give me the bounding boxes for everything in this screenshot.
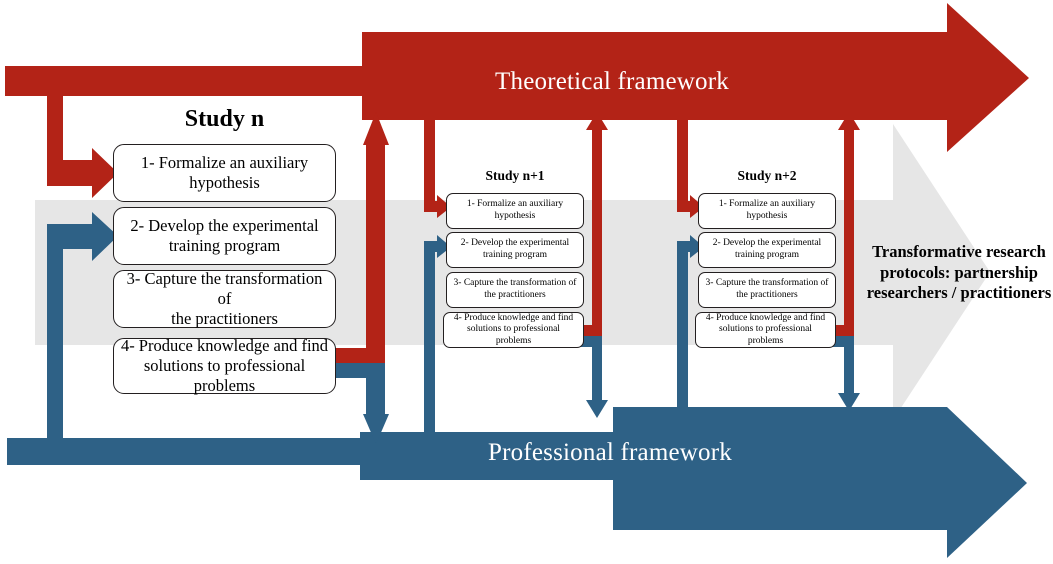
study-n-plus-2-step-4[interactable]: 4- Produce knowledge and find solutions … [695, 312, 836, 348]
red-connector-study-n1-step4 [578, 325, 602, 336]
red-arrow-into-study-n-step1 [47, 148, 118, 198]
study-n-plus-1-step-2[interactable]: 2- Develop the experimental training pro… [446, 232, 584, 268]
blue-down-arrow-study-n1 [586, 336, 608, 418]
study-n-plus-2-step-1[interactable]: 1- Formalize an auxiliary hypothesis [698, 193, 836, 229]
red-connector-study-n-step4 [333, 348, 385, 363]
study-n-plus-2-title: Study n+2 [737, 168, 797, 183]
red-left-vertical-stub [47, 90, 63, 176]
blue-connector-study-n2-step4 [830, 336, 854, 347]
blue-up-line-study-n2 [677, 246, 688, 441]
blue-connector-study-n1-step4 [578, 336, 602, 347]
blue-left-vertical-stub [47, 232, 63, 446]
study-n-plus-1-step-3[interactable]: 3- Capture the transformation of the pra… [446, 272, 584, 308]
study-n-plus-1-step-1[interactable]: 1- Formalize an auxiliary hypothesis [446, 193, 584, 229]
red-connector-study-n2-step4 [830, 325, 854, 336]
study-n-plus-2-step-2[interactable]: 2- Develop the experimental training pro… [698, 232, 836, 268]
blue-arrow-into-study-n2-step2 [677, 235, 704, 258]
red-down-line-study-n1 [424, 114, 435, 207]
blue-up-line-study-n1 [424, 246, 435, 441]
professional-framework-arrow-body [360, 407, 1027, 558]
transformative-protocols-label: Transformative research protocols: partn… [866, 242, 1052, 303]
theoretical-framework-arrow [362, 3, 1029, 152]
blue-down-arrow-study-n2 [838, 336, 860, 411]
red-arrow-into-study-n1-step1 [424, 195, 451, 218]
red-up-arrow-study-n [363, 112, 389, 363]
professional-framework-label: Professional framework [488, 439, 732, 466]
study-n-title: Study n [184, 106, 265, 132]
red-arrow-into-study-n2-step1 [677, 195, 704, 218]
blue-bottom-left-bar [7, 438, 377, 465]
study-n-step-1[interactable]: 1- Formalize an auxiliary hypothesis [113, 144, 336, 202]
blue-down-arrow-study-n [363, 363, 389, 444]
study-n-plus-1-title: Study n+1 [485, 168, 545, 183]
study-n-step-2[interactable]: 2- Develop the experimental training pro… [113, 207, 336, 265]
red-up-arrow-study-n2 [838, 112, 860, 336]
blue-connector-study-n-step4 [333, 363, 385, 378]
study-n-step-4[interactable]: 4- Produce knowledge and find solutions … [113, 336, 336, 395]
blue-arrow-into-study-n1-step2 [424, 235, 451, 258]
study-n-plus-1-step-4[interactable]: 4- Produce knowledge and find solutions … [443, 312, 584, 348]
study-n-step-3[interactable]: 3- Capture the transformation of the pra… [113, 269, 336, 328]
red-left-top-bar [5, 66, 377, 96]
red-up-arrow-study-n1 [586, 112, 608, 336]
theoretical-framework-label: Theoretical framework [495, 68, 729, 95]
study-n-plus-2-step-3[interactable]: 3- Capture the transformation of the pra… [698, 272, 836, 308]
blue-arrow-into-study-n-step2 [47, 212, 118, 261]
red-down-line-study-n2 [677, 114, 688, 207]
